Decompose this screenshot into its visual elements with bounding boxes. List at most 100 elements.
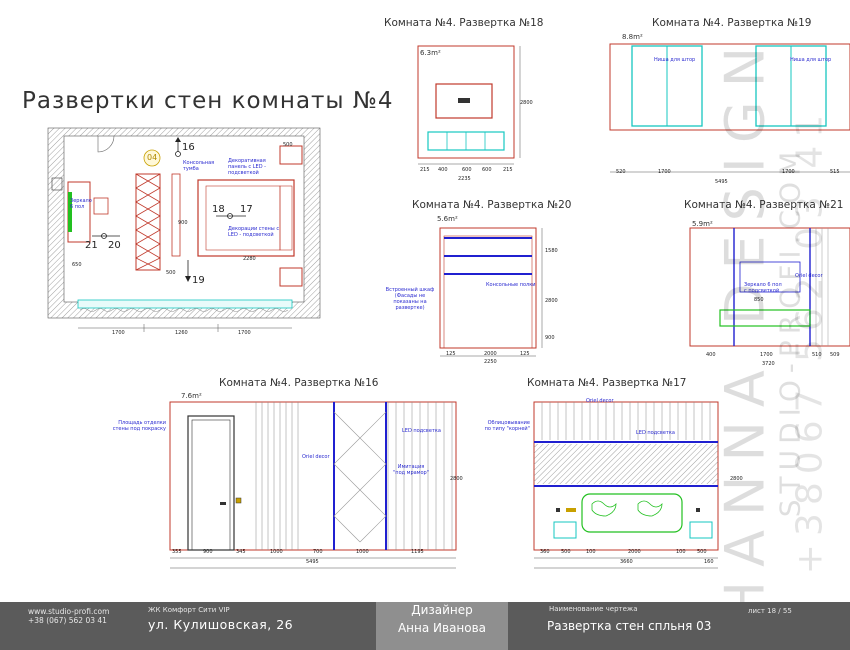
sheet20-dim-total: 2250: [484, 359, 497, 365]
footer-phone: +38 (067) 562 03 41: [28, 616, 107, 625]
sheet17-dim-e: 100: [676, 549, 686, 555]
sheet18-drawing: [417, 45, 521, 165]
sheet18-dim-a: 215: [420, 167, 430, 173]
sheet17-drawing: [533, 401, 719, 569]
sheet20-dim-b: 2000: [484, 351, 497, 357]
sheet16-note-paint: Площадь отделки стены под покраску: [112, 420, 166, 432]
sheet17-note-led: LED подсветка: [636, 430, 675, 436]
footer-drawing-label: Наименование чертежа: [549, 605, 638, 613]
sheet16-dim-b: 900: [203, 549, 213, 555]
sheet19-note-2: Ниша для штор: [790, 57, 832, 63]
sheet19-drawing: [609, 43, 850, 173]
sheet21-area: 5.9m²: [692, 220, 713, 228]
sheet16-drawing: [169, 401, 457, 569]
sheet16-area: 7.6m²: [181, 392, 202, 400]
sheet21-dim-d: 509: [830, 352, 840, 358]
watermark-brand: HANNA DESIGN: [713, 32, 777, 622]
sheet20-note-wardrobe: Встроенный шкаф (Фасады не показаны на р…: [385, 287, 435, 311]
plan-note-mirror: Зеркало 6 пол: [70, 198, 92, 210]
sheet21-dim-total: 3720: [762, 361, 775, 367]
plan-marker-18: 18: [212, 204, 225, 215]
footer-sheet-number: лист 18 / 55: [748, 607, 792, 615]
sheet19-dim-b: 1700: [658, 169, 671, 175]
sheet18-dim-d: 600: [482, 167, 492, 173]
sheet17-dim-total: 3660: [620, 559, 633, 565]
sheet20-dim-s2: 900: [545, 335, 555, 341]
sheet19-area: 8.8m²: [622, 33, 643, 41]
sheet18-area: 6.3m²: [420, 49, 441, 57]
plan-marker-21: 21: [85, 240, 98, 251]
plan-note-console: Консольная тумба: [183, 160, 215, 172]
plan-dim-1700b: 1700: [238, 330, 251, 336]
footer-address: ул. Кулишовская, 26: [148, 617, 294, 632]
sheet20-note-shelves: Консольные полки: [486, 282, 536, 288]
sheet17-dim-d: 2000: [628, 549, 641, 555]
plan-marker-17: 17: [240, 204, 253, 215]
sheet21-dim-c: 510: [812, 352, 822, 358]
sheet21-note-decor: Oriel decor: [795, 273, 823, 279]
plan-note-wall: Декорации стены с LED - подсветкой: [228, 226, 280, 238]
plan-room-tag: 04: [147, 153, 158, 162]
sheet21-title: Комната №4. Развертка №21: [684, 199, 844, 211]
sheet19-dim-total: 5495: [715, 179, 728, 185]
floor-plan: [47, 127, 321, 332]
sheet21-dim-b: 1700: [760, 352, 773, 358]
plan-dim-1700a: 1700: [112, 330, 125, 336]
plan-note-panel: Декоративная панель с LED - подсветкой: [228, 158, 266, 176]
sheet20-drawing: [439, 227, 543, 357]
page-title: Развертки стен комнаты №4: [22, 88, 394, 114]
sheet16-dim-f: 1000: [356, 549, 369, 555]
sheet21-dim-a: 400: [706, 352, 716, 358]
sheet16-dim-c: 345: [236, 549, 246, 555]
plan-dim-500b: 500: [166, 270, 176, 276]
sheet16-dim-a: 355: [172, 549, 182, 555]
watermark-phone: +38067 562 03 41: [789, 106, 831, 575]
sheet18-title: Комната №4. Развертка №18: [384, 17, 544, 29]
sheet17-note-decor: Oriel decor: [586, 398, 614, 404]
sheet19-note-1: Ниша для штор: [654, 57, 696, 63]
footer-project: ЖК Комфорт Сити VIP: [148, 606, 230, 614]
sheet19-dim-d: 515: [830, 169, 840, 175]
sheet20-title: Комната №4. Развертка №20: [412, 199, 572, 211]
sheet20-area: 5.6m²: [437, 215, 458, 223]
footer-website[interactable]: www.studio-profi.com: [28, 607, 110, 616]
sheet19-title: Комната №4. Развертка №19: [652, 17, 812, 29]
sheet16-note-led: LED подсветка: [402, 428, 441, 434]
footer-designer-label: Дизайнер: [411, 603, 473, 617]
footer-drawing-name: Развертка стен спльня 03: [547, 619, 712, 633]
footer-designer-box: [376, 602, 508, 650]
sheet16-dim-total: 5495: [306, 559, 319, 565]
footer-contacts: www.studio-profi.com +38 (067) 562 03 41: [28, 607, 109, 625]
sheet16-note-marble: Имитация "под мрамор": [393, 464, 429, 476]
plan-dim-1260: 1260: [175, 330, 188, 336]
sheet18-dim-total: 2235: [458, 176, 471, 182]
sheet17-dim-g: 160: [704, 559, 714, 565]
sheet16-dim-e: 700: [313, 549, 323, 555]
plan-marker-16: 16: [182, 142, 195, 153]
sheet20-dim-s1: 1580: [545, 248, 558, 254]
plan-dim-2280: 2280: [243, 256, 256, 262]
plan-dim-650: 650: [72, 262, 82, 268]
plan-marker-19: 19: [192, 275, 205, 286]
sheet17-dim-f: 500: [697, 549, 707, 555]
sheet16-dim-h: 2800: [450, 476, 463, 482]
sheet17-dim-a: 360: [540, 549, 550, 555]
sheet16-dim-d: 1000: [270, 549, 283, 555]
sheet18-dim-e: 215: [503, 167, 513, 173]
sheet19-dim-a: 520: [616, 169, 626, 175]
sheet17-dim-h: 2800: [730, 476, 743, 482]
sheet20-dim-h: 2800: [545, 298, 558, 304]
sheet16-note-decor: Oriel decor: [302, 454, 330, 460]
sheet16-dim-g: 1195: [411, 549, 424, 555]
sheet20-dim-c: 125: [520, 351, 530, 357]
sheet17-dim-c: 100: [586, 549, 596, 555]
plan-marker-20: 20: [108, 240, 121, 251]
sheet20-dim-a: 125: [446, 351, 456, 357]
sheet16-title: Комната №4. Развертка №16: [219, 377, 379, 389]
sheet18-dim-b: 400: [438, 167, 448, 173]
footer-designer-name: Анна Иванова: [397, 621, 487, 635]
sheet21-drawing: [689, 227, 850, 347]
sheet18-dim-c: 600: [462, 167, 472, 173]
sheet17-dim-b: 500: [561, 549, 571, 555]
sheet18-dim-h: 2800: [520, 100, 533, 106]
